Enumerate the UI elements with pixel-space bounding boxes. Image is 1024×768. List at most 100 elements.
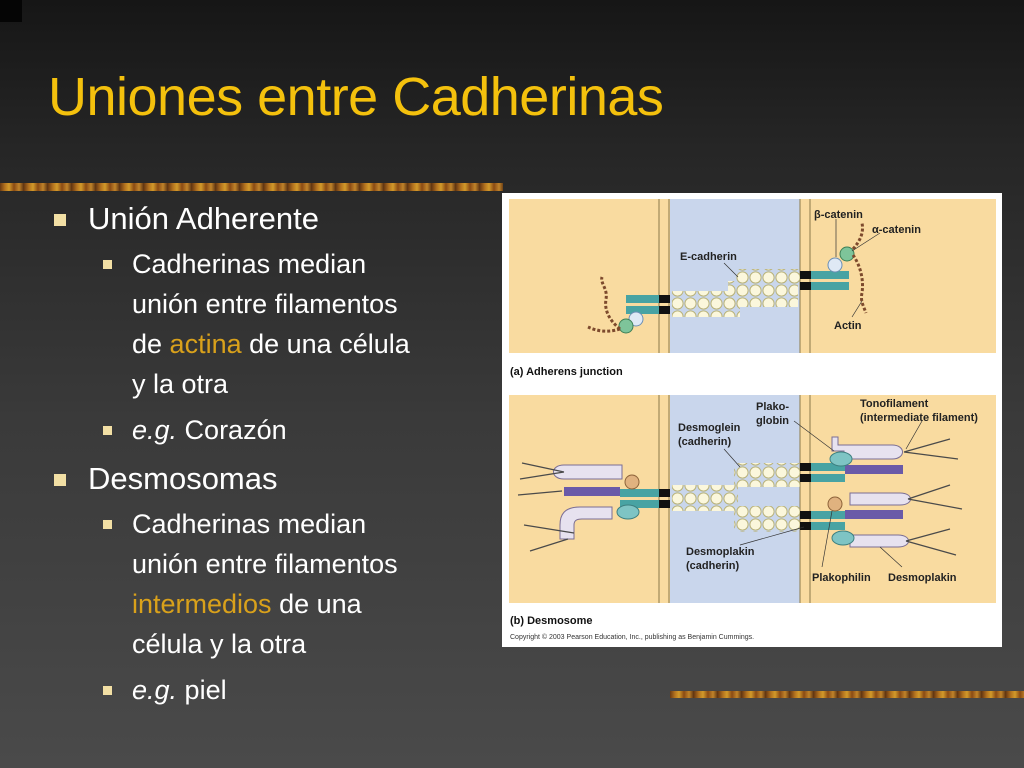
transmembrane-segment	[800, 511, 811, 519]
caption-desmosome: (b) Desmosome	[510, 615, 593, 627]
example-label: e.g.	[132, 675, 178, 705]
desmoplakin-shape	[559, 506, 613, 540]
caption-letter: (a)	[510, 366, 524, 378]
bullet-square-icon	[54, 474, 66, 486]
label-desmoplakin-cadherin: Desmoplakin	[686, 546, 755, 558]
sub-bullet-desmosome-example: e.g. piel	[48, 670, 498, 710]
example-value: Corazón	[177, 415, 287, 445]
label-alpha-catenin: α-catenin	[872, 224, 921, 236]
cadherin-tail	[811, 463, 845, 471]
leader-line	[905, 420, 923, 450]
transmembrane-segment	[659, 500, 670, 508]
cadherin-tail	[811, 522, 845, 530]
copyright-notice: Copyright © 2003 Pearson Education, Inc.…	[510, 633, 754, 641]
tonofilament-lines	[517, 462, 575, 552]
desmoplakin-shape	[831, 436, 903, 460]
transmembrane-segment	[659, 306, 670, 314]
transmembrane-segment	[800, 522, 811, 530]
decorative-rule-top	[0, 183, 503, 191]
label-plakophilin: Plakophilin	[812, 572, 871, 584]
leader-line	[723, 262, 739, 278]
cadherin-tail	[811, 271, 849, 279]
desmoglein-domains	[672, 485, 738, 511]
cadherin-tail	[620, 500, 659, 508]
desmoglein-domains	[734, 506, 800, 532]
plakophilin-shape	[624, 474, 640, 490]
alpha-catenin-shape	[618, 318, 634, 334]
leader-line	[723, 448, 741, 468]
transmembrane-segment	[800, 271, 811, 279]
transmembrane-segment	[659, 295, 670, 303]
tonofilament-lines	[903, 438, 963, 556]
sub-bullet-square-icon	[103, 520, 112, 529]
label-plako: Plako-	[756, 401, 789, 413]
cadherin-tail	[811, 282, 849, 290]
text-fragment: de	[132, 329, 170, 359]
panel-desmosome: Plako- globin Tonofilament (intermediate…	[509, 395, 996, 627]
label-desmoglein: Desmoglein	[678, 422, 741, 434]
desmoplakin-shape	[849, 492, 911, 506]
cadherin-tail	[626, 295, 659, 303]
transmembrane-segment	[659, 489, 670, 497]
example-value: piel	[177, 675, 227, 705]
plakoglobin-bar	[564, 487, 620, 496]
label-desmoplakin: Desmoplakin	[888, 572, 957, 584]
panel-adherens: β-catenin α-catenin E-cadherin Actin (a)…	[509, 199, 996, 378]
caption-text: Desmosome	[524, 615, 592, 627]
leader-line	[739, 526, 805, 546]
label-intermediate-filament: (intermediate filament)	[860, 412, 978, 424]
label-actin: Actin	[834, 320, 862, 332]
bullet-square-icon	[54, 214, 66, 226]
bullet-adherens: Unión Adherente	[48, 200, 498, 238]
plakoglobin-shape	[829, 451, 853, 467]
leader-line	[851, 300, 863, 318]
sub-bullet-adherens-example: e.g. Corazón	[48, 410, 498, 450]
sub-bullet-square-icon	[103, 686, 112, 695]
plakoglobin-shape	[616, 504, 640, 520]
transmembrane-segment	[800, 474, 811, 482]
cadherin-tail	[620, 489, 659, 497]
corner-square	[0, 0, 22, 22]
leader-line	[793, 420, 835, 452]
cadherin-tail	[626, 306, 659, 314]
text-line: y la otra	[132, 369, 229, 399]
actin-filament	[851, 254, 868, 314]
label-tonofilament: Tonofilament	[860, 398, 929, 410]
junction-diagram: β-catenin α-catenin E-cadherin Actin (a)…	[509, 199, 996, 641]
text-line: unión entre filamentos	[132, 289, 398, 319]
bullet-list: Unión Adherente Cadherinas median unión …	[48, 200, 498, 710]
leader-line	[851, 232, 881, 252]
actin-filament	[587, 325, 621, 333]
desmoplakin-shape	[849, 534, 909, 548]
actin-filament	[600, 276, 621, 331]
actin-filament	[851, 222, 864, 250]
plakophilin-shape	[827, 496, 843, 512]
slide-title: Uniones entre Cadherinas	[48, 67, 664, 127]
cadherin-domains	[736, 269, 800, 283]
cadherin-domains	[728, 281, 798, 307]
decorative-rule-bottom	[670, 691, 1024, 698]
leader-line	[879, 546, 903, 568]
label-globin: globin	[756, 415, 789, 427]
text-line: Cadherinas median	[132, 509, 367, 539]
example-label: e.g.	[132, 415, 178, 445]
label-e-cadherin: E-cadherin	[680, 251, 737, 263]
sub-bullet-square-icon	[103, 426, 112, 435]
plakoglobin-bar	[845, 465, 903, 474]
text-line: unión entre filamentos	[132, 549, 398, 579]
text-fragment: de una célula	[241, 329, 410, 359]
junction-figure: β-catenin α-catenin E-cadherin Actin (a)…	[502, 193, 1002, 647]
transmembrane-segment	[800, 463, 811, 471]
alpha-catenin-shape	[839, 246, 855, 262]
cadherin-tail	[811, 511, 845, 519]
leader-line	[821, 510, 833, 568]
sub-bullet-desmosome-desc: Cadherinas median unión entre filamentos…	[48, 504, 498, 664]
label-desmoglein-cadherin: (cadherin)	[678, 436, 732, 448]
sub-bullet-square-icon	[103, 260, 112, 269]
bullet-heading: Unión Adherente	[88, 201, 319, 236]
bullet-desmosome: Desmosomas	[48, 460, 498, 498]
highlight-actina: actina	[169, 329, 242, 359]
desmoglein-domains	[734, 463, 800, 487]
text-fragment: de una	[271, 589, 362, 619]
beta-catenin-shape	[827, 257, 843, 273]
